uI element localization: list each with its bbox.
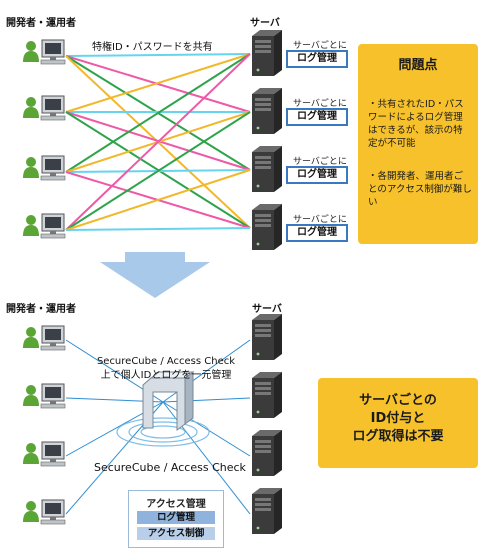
user-icon xyxy=(22,39,66,65)
log-tag: ログ管理 xyxy=(286,166,348,184)
issue-item: ・共有されたID・パスワードによるログ管理はできるが、該示の特定が不可能 xyxy=(368,99,464,149)
connection-line xyxy=(65,227,251,231)
log-tag: ログ管理 xyxy=(286,108,348,126)
bottom-user-icons xyxy=(22,325,66,525)
connection-line xyxy=(65,169,251,231)
user-icon xyxy=(22,213,66,239)
server-icon xyxy=(252,146,282,192)
user-icon xyxy=(22,499,66,525)
panel-title: アクセス管理 xyxy=(146,499,206,510)
server-link-line xyxy=(162,397,251,403)
user-icon xyxy=(22,155,66,181)
user-icon xyxy=(22,383,66,409)
issue-box: 問題点 ・共有されたID・パスワードによるログ管理はできるが、該示の特定が不可能… xyxy=(358,44,478,244)
server-icon xyxy=(252,88,282,134)
servers-label-bottom: サーバ xyxy=(252,304,282,315)
top-connection-lines xyxy=(65,53,251,231)
connection-line xyxy=(65,111,251,231)
server-icon xyxy=(252,372,282,418)
user-icon xyxy=(22,441,66,467)
server-icon xyxy=(252,30,282,76)
users-label-top: 開発者・運用者 xyxy=(6,18,76,29)
user-icon xyxy=(22,325,66,351)
result-line: サーバごとの xyxy=(359,393,437,408)
connection-line xyxy=(65,53,251,113)
issue-item: ・各開発者、運用者ごとのアクセス制御が難しい xyxy=(368,171,472,208)
down-arrow-icon xyxy=(100,252,210,298)
server-caption: サーバごとに xyxy=(293,215,347,225)
result-line: ログ取得は不要 xyxy=(352,429,444,444)
top-user-icons xyxy=(22,39,66,239)
servers-label-top: サーバ xyxy=(250,18,280,29)
server-caption: サーバごとに xyxy=(293,99,347,109)
server-icon xyxy=(252,204,282,250)
connection-line xyxy=(65,53,251,231)
panel-log-management: ログ管理 xyxy=(137,511,215,524)
server-link-line xyxy=(162,401,251,457)
user-icon xyxy=(22,95,66,121)
gate-icon xyxy=(116,371,210,447)
log-tag: ログ管理 xyxy=(286,50,348,68)
panel-access-control: アクセス制御 xyxy=(137,527,215,540)
server-icon xyxy=(252,488,282,534)
connection-line xyxy=(65,53,251,173)
server-caption: サーバごとに xyxy=(293,41,347,51)
server-icon xyxy=(252,430,282,476)
issue-title: 問題点 xyxy=(398,58,438,73)
log-tag: ログ管理 xyxy=(286,224,348,242)
server-caption: サーバごとに xyxy=(293,157,347,167)
product-name: SecureCube / Access Check xyxy=(94,461,246,474)
connection-line xyxy=(65,53,251,57)
server-icon xyxy=(252,314,282,360)
access-management-panel: アクセス管理 ログ管理 アクセス制御 xyxy=(128,490,224,548)
users-label-bottom: 開発者・運用者 xyxy=(6,304,76,315)
result-box: サーバごとの ID付与と ログ取得は不要 xyxy=(318,378,478,468)
result-text: サーバごとの ID付与と ログ取得は不要 xyxy=(318,392,478,446)
bottom-server-icons xyxy=(252,314,282,534)
shared-credentials-label: 特権ID・パスワードを共有 xyxy=(92,42,213,53)
central-management-note: SecureCube / Access Check上で個人IDとログを一元管理 xyxy=(96,356,236,381)
top-server-icons xyxy=(252,30,282,250)
result-line: ID付与と xyxy=(370,411,426,426)
